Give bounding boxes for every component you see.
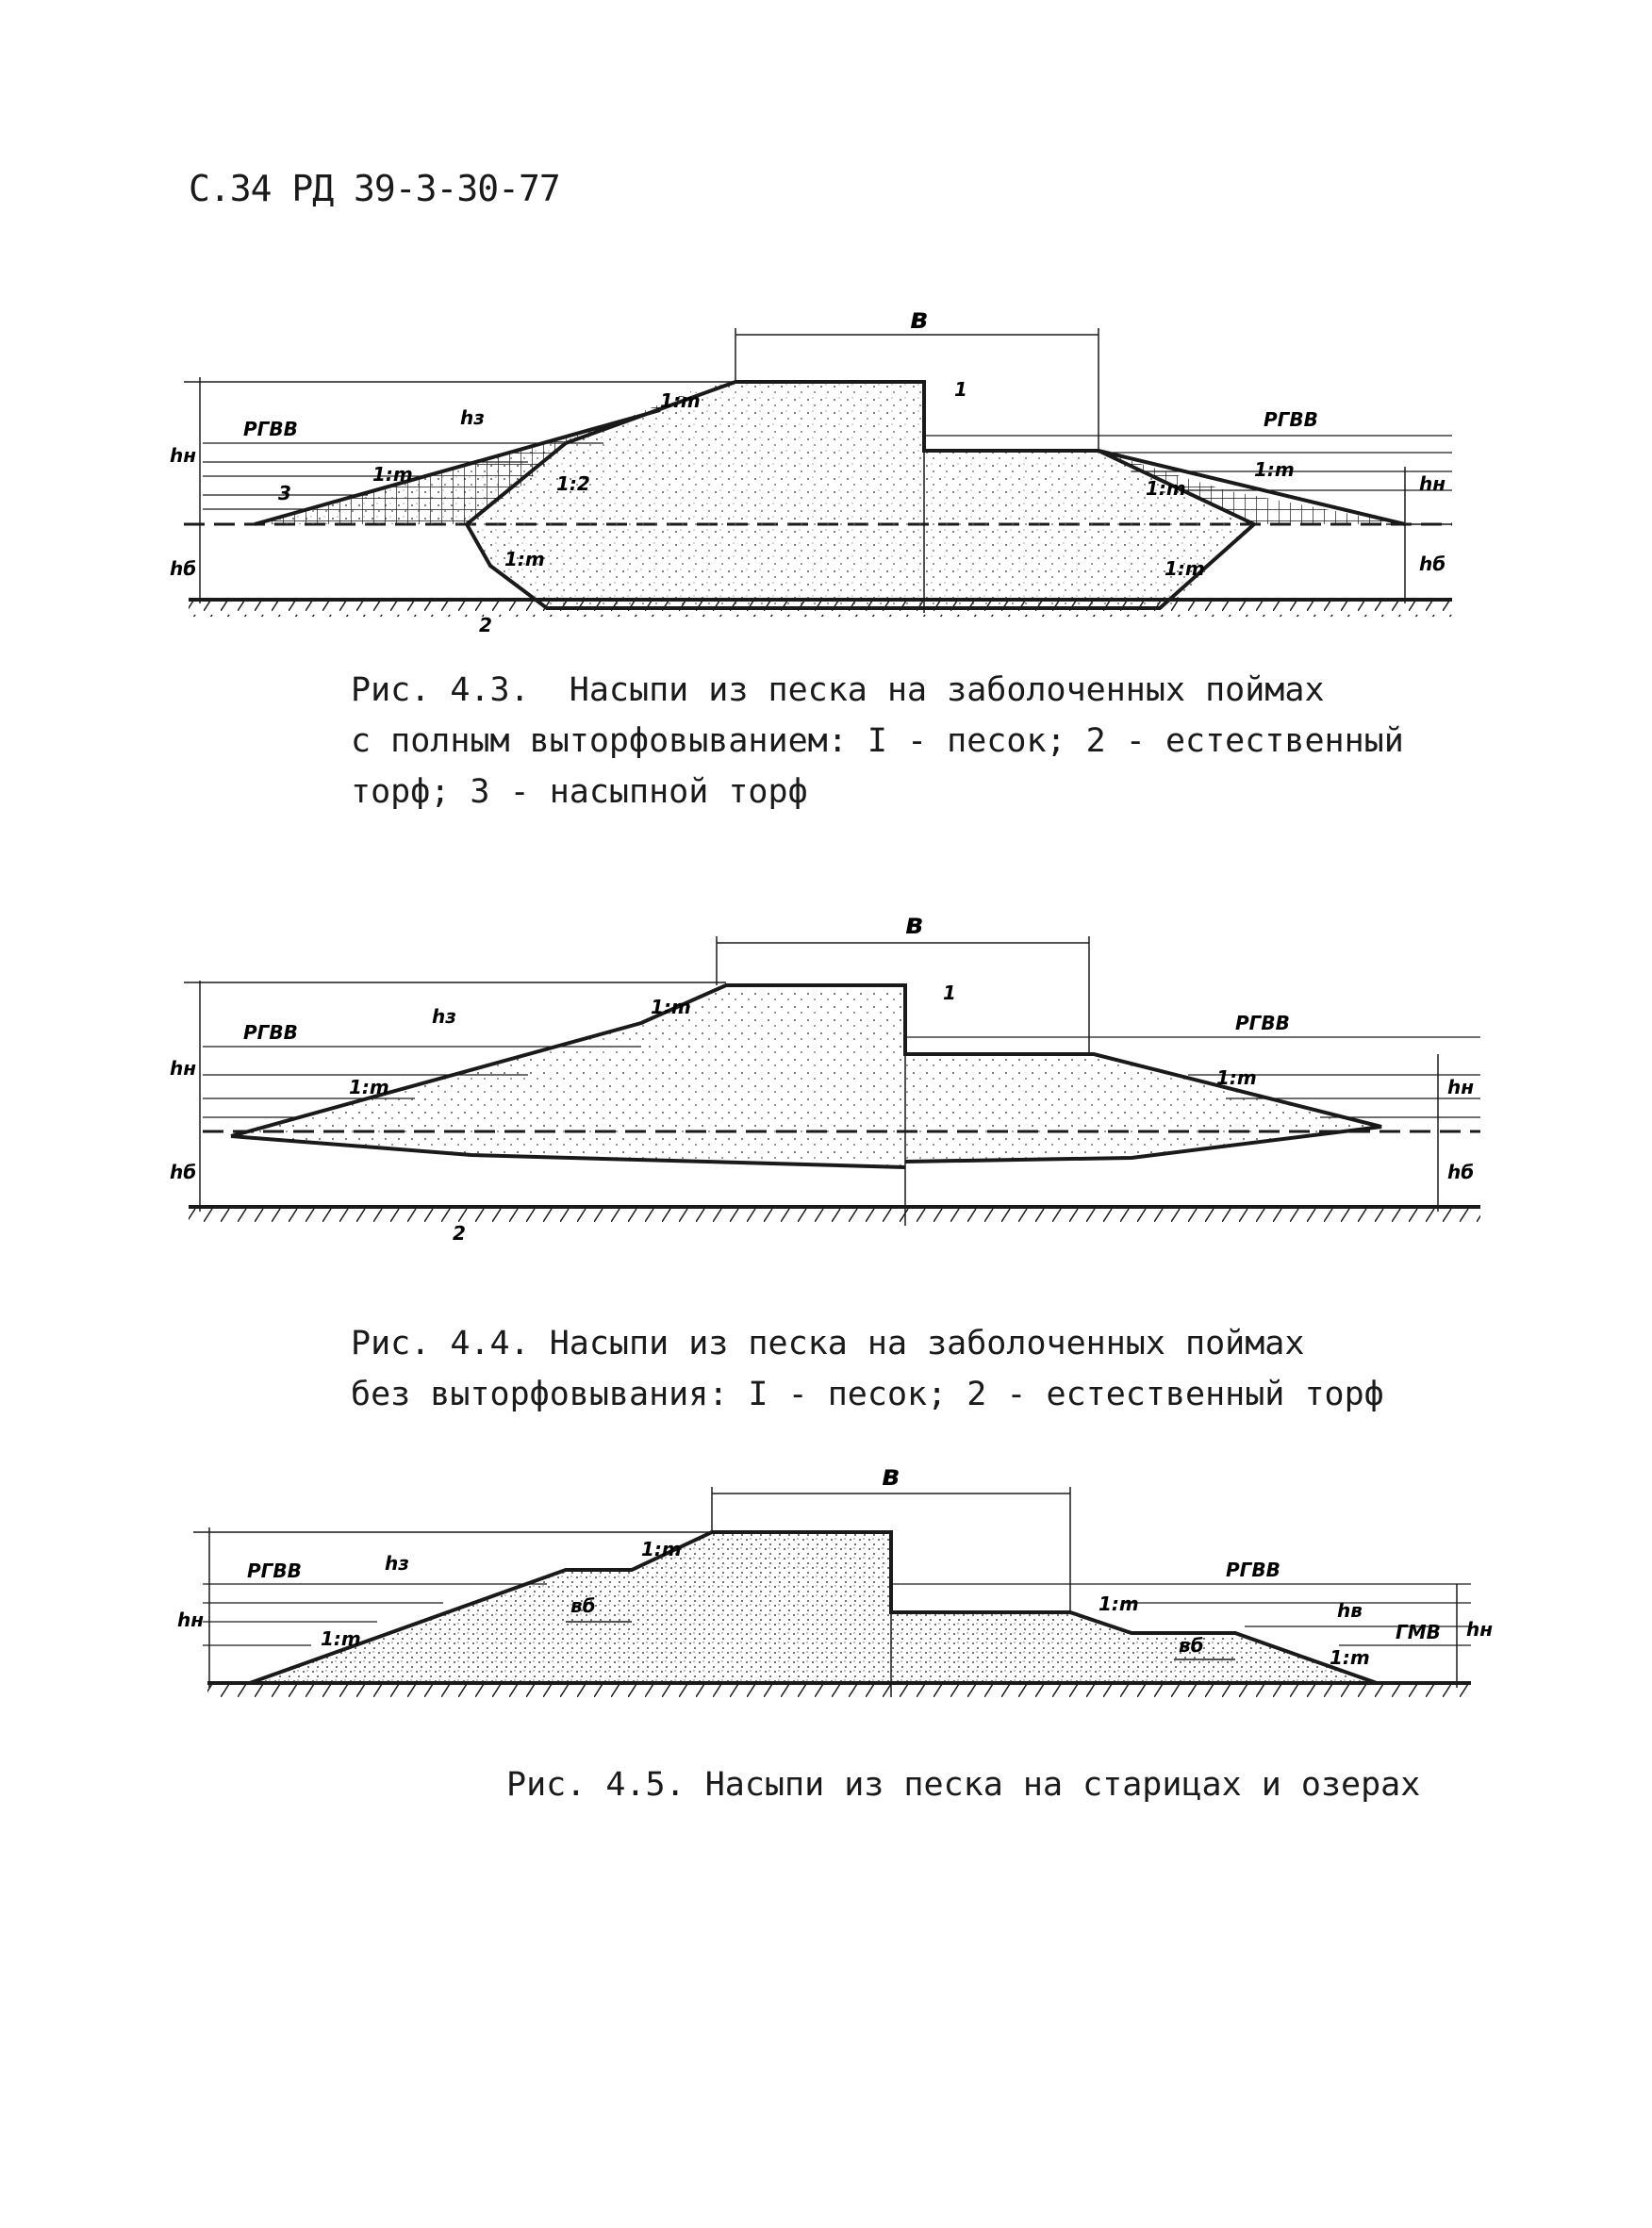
label-slope-left: 1:m — [321, 1627, 361, 1650]
label-freeboard: hз — [460, 406, 485, 429]
label-freeboard: hз — [385, 1552, 409, 1575]
label-hb-left: hб — [170, 1161, 196, 1183]
label-hb-right: hб — [1419, 553, 1446, 575]
label-hn-right: hн — [1419, 472, 1446, 495]
label-slope-right: 1:m — [1216, 1066, 1257, 1089]
label-2: 2 — [479, 614, 492, 636]
label-slope-right3: 1:m — [1165, 557, 1205, 580]
sand-body — [255, 382, 1254, 608]
height-dimensions — [184, 377, 1452, 603]
label-3: 3 — [278, 482, 291, 504]
label-rgvv-right: РГВВ — [1235, 1012, 1290, 1034]
label-rgvv-right: РГВВ — [1264, 408, 1318, 431]
label-slope-right: 1:m — [1099, 1593, 1139, 1615]
sand-body — [231, 985, 1381, 1167]
label-slope-left: 1:m — [372, 463, 413, 486]
caption-line: Рис. 4.3. Насыпи из песка на заболоченны… — [351, 671, 1325, 709]
label-hn-right: hн — [1447, 1076, 1474, 1098]
label-slope-right2: 1:m — [1146, 477, 1186, 500]
caption-line: Рис. 4.5. Насыпи из песка на старицах и … — [506, 1766, 1421, 1804]
label-b: в — [905, 908, 923, 941]
dimensions — [193, 1487, 1458, 1688]
caption-line: с полным выторфовыванием: I - песок; 2 -… — [351, 722, 1404, 760]
label-bb-right: вб — [1179, 1634, 1204, 1657]
document-header: С.34 РД 39-3-30-77 — [189, 168, 561, 209]
bulk-peat-right — [1099, 451, 1405, 524]
label-1: 1 — [954, 378, 967, 401]
dimension-b — [735, 328, 1099, 451]
label-rgvv-left: РГВВ — [243, 418, 298, 440]
caption-line: торф; 3 - насыпной торф — [351, 773, 808, 811]
ground-hatch — [207, 1683, 1471, 1698]
bulk-peat-left — [255, 388, 698, 524]
label-slope-top: 1:m — [660, 389, 701, 412]
water-lines — [203, 1583, 1471, 1646]
label-hv: hв — [1337, 1599, 1363, 1622]
water-lines-right — [924, 435, 1452, 491]
figure-4-4-caption: Рис. 4.4. Насыпи из песка на заболоченны… — [351, 1318, 1384, 1420]
label-slope-left: 1:m — [349, 1076, 389, 1098]
label-slope-right2: 1:m — [1330, 1646, 1370, 1669]
sand-body — [250, 1532, 1377, 1683]
dimensions — [184, 936, 1439, 1212]
figure-4-3-caption: Рис. 4.3. Насыпи из песка на заболоченны… — [351, 665, 1404, 817]
label-hn-left: hн — [177, 1609, 204, 1631]
figure-4-5-caption: Рис. 4.5. Насыпи из песка на старицах и … — [506, 1759, 1420, 1810]
label-2: 2 — [453, 1222, 466, 1245]
label-hb-left: hб — [170, 557, 196, 580]
label-slope-right: 1:m — [1254, 458, 1295, 481]
label-rgvv-left: РГВВ — [243, 1021, 298, 1044]
label-slope-low: 1:m — [504, 548, 545, 570]
figure-4-3-drawing: в РГВВ РГВВ hн hб hн hб 1 2 3 1:m 1:m 1:… — [0, 311, 1652, 660]
figure-4-4-drawing: в РГВВ РГВВ hн hб hн hб 1 2 1:m 1:m 1:m … — [0, 905, 1652, 1254]
label-gmv: ГМВ — [1396, 1621, 1441, 1643]
ground-hatch — [189, 1207, 1480, 1224]
label-1: 1 — [943, 982, 956, 1004]
caption-line: Рис. 4.4. Насыпи из песка на заболоченны… — [351, 1325, 1305, 1362]
ground-hatch — [189, 600, 1452, 617]
label-bb-left: вб — [570, 1594, 596, 1617]
figure-4-5-drawing: в РГВВ РГВВ ГМВ hн hн вб вб 1:m 1:m 1:m … — [0, 1461, 1652, 1707]
label-hn-left: hн — [170, 444, 196, 467]
label-rgvv-left: РГВВ — [247, 1560, 302, 1582]
label-hn-left: hн — [170, 1057, 196, 1080]
label-rgvv-right: РГВВ — [1226, 1559, 1280, 1581]
label-freeboard: hз — [432, 1005, 456, 1028]
label-slope-mid: 1:2 — [556, 472, 590, 495]
label-b: в — [910, 311, 928, 336]
caption-line: без выторфовывания: I - песок; 2 - естес… — [351, 1376, 1384, 1413]
label-slope-top: 1:m — [641, 1538, 682, 1560]
label-hn-right: hн — [1466, 1618, 1493, 1641]
label-hb-right: hб — [1447, 1161, 1474, 1183]
label-slope-top: 1:m — [651, 996, 691, 1018]
label-b: в — [882, 1461, 900, 1493]
